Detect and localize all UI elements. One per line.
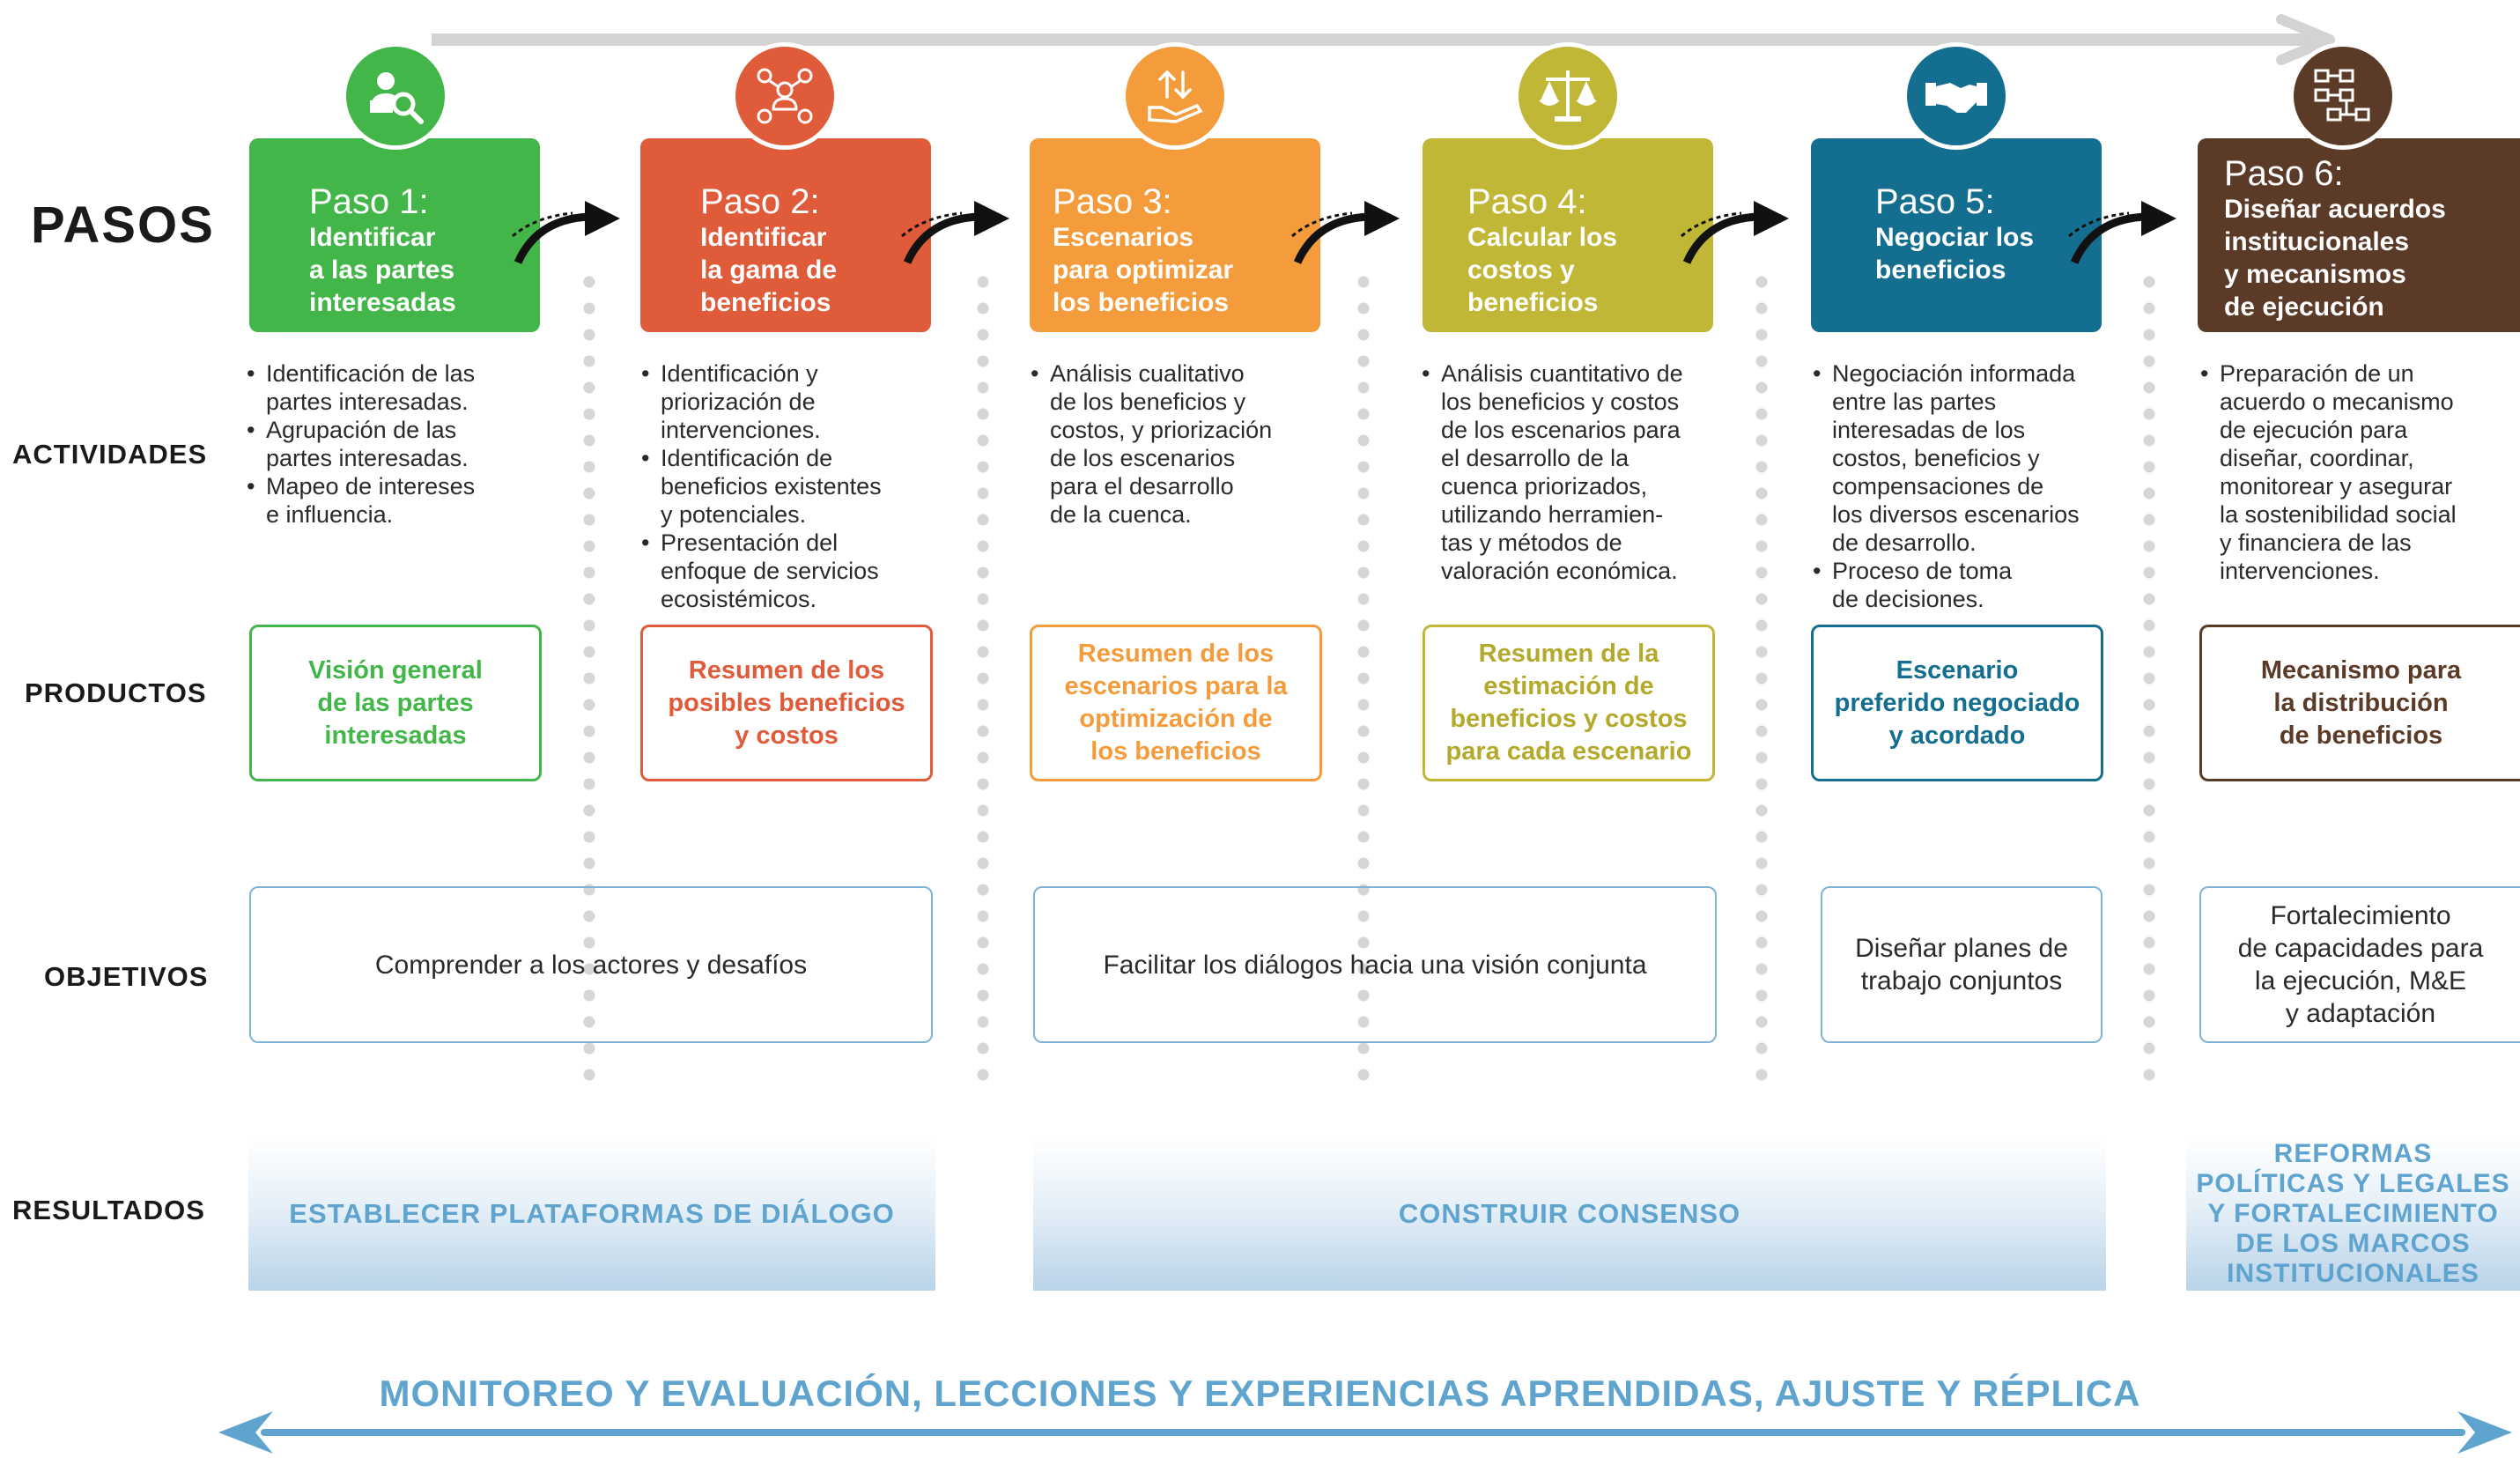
column-separator	[1357, 269, 1370, 1088]
step-title: Identificar la gama de beneficios	[700, 223, 838, 317]
activities-step-2: Identificación y priorización de interve…	[641, 359, 932, 613]
step-number: Paso 5:	[1875, 182, 1995, 221]
objetivos-label: OBJETIVOS	[44, 961, 209, 992]
step-title: Diseñar acuerdos institucionales y mecan…	[2224, 195, 2446, 322]
activity-item: Proceso de toma de decisiones.	[1813, 557, 2130, 613]
objective-3: Diseñar planes de trabajo conjuntos	[1821, 886, 2102, 1043]
product-step-4: Resumen de la estimación de beneficios y…	[1423, 625, 1715, 781]
step-title: Escenarios para optimizar los beneficios	[1053, 223, 1234, 317]
activity-item: Agrupación de las partes interesadas.	[247, 416, 537, 472]
bidirectional-arrow	[218, 1411, 2512, 1454]
product-step-6: Mecanismo para la distribución de benefi…	[2199, 625, 2520, 781]
pasos-label: PASOS	[31, 196, 215, 254]
benefits-network-icon	[731, 42, 839, 150]
activity-item: Análisis cuantitativo de los beneficios …	[1422, 359, 1739, 585]
product-step-3: Resumen de los escenarios para la optimi…	[1030, 625, 1322, 781]
activity-item: Preparación de un acuerdo o mecanismo de…	[2200, 359, 2517, 585]
activities-step-3: Análisis cualitativo de los beneficios y…	[1031, 359, 1330, 529]
step-4-box: Paso 4: Calcular los costos y beneficios	[1423, 138, 1713, 332]
objective-4: Fortalecimiento de capacidades para la e…	[2199, 886, 2520, 1043]
objective-2: Facilitar los diálogos hacia una visión …	[1033, 886, 1717, 1043]
step-number: Paso 4:	[1467, 182, 1587, 221]
step-title: Negociar los beneficios	[1875, 223, 2035, 285]
person-search-icon	[342, 42, 449, 150]
activity-item: Análisis cualitativo de los beneficios y…	[1031, 359, 1330, 529]
objective-1: Comprender a los actores y desafíos	[249, 886, 933, 1043]
step-2-box: Paso 2: Identificar la gama de beneficio…	[640, 138, 931, 332]
product-step-2: Resumen de los posibles beneficios y cos…	[640, 625, 933, 781]
activity-item: Mapeo de intereses e influencia.	[247, 472, 537, 529]
step-1-box: Paso 1: Identificar a las partes interes…	[249, 138, 540, 332]
step-title: Identificar a las partes interesadas	[309, 223, 456, 317]
column-separator	[1755, 269, 1768, 1088]
column-separator	[977, 269, 989, 1088]
top-progress-arrow	[432, 14, 2335, 65]
activity-item: Negociación informada entre las partes i…	[1813, 359, 2130, 557]
step-number: Paso 1:	[309, 182, 429, 221]
hand-exchange-arrows-icon	[1121, 42, 1229, 150]
step-3-box: Paso 3: Escenarios para optimizar los be…	[1030, 138, 1320, 332]
activities-step-5: Negociación informada entre las partes i…	[1813, 359, 2130, 613]
activities-step-4: Análisis cuantitativo de los beneficios …	[1422, 359, 1739, 585]
step-number: Paso 6:	[2224, 154, 2344, 193]
activity-item: Identificación y priorización de interve…	[641, 359, 932, 444]
footer-title: MONITOREO Y EVALUACIÓN, LECCIONES Y EXPE…	[379, 1373, 2141, 1414]
step-5-box: Paso 5: Negociar los beneficios	[1811, 138, 2102, 332]
activity-item: Identificación de beneficios existentes …	[641, 444, 932, 529]
step-connector-arrow	[1291, 201, 1400, 264]
activities-step-1: Identificación de las partes interesadas…	[247, 359, 537, 529]
flowchart-icon	[2289, 42, 2397, 150]
handshake-icon	[1903, 42, 2010, 150]
actividades-label: ACTIVIDADES	[12, 439, 208, 470]
productos-label: PRODUCTOS	[25, 677, 207, 708]
activities-step-6: Preparación de un acuerdo o mecanismo de…	[2200, 359, 2517, 585]
result-1: ESTABLECER PLATAFORMAS DE DIÁLOGO	[248, 1136, 935, 1291]
step-number: Paso 2:	[700, 182, 820, 221]
result-2: CONSTRUIR CONSENSO	[1033, 1136, 2106, 1291]
activity-item: Identificación de las partes interesadas…	[247, 359, 537, 416]
step-number: Paso 3:	[1053, 182, 1172, 221]
step-connector-arrow	[512, 201, 620, 264]
resultados-label: RESULTADOS	[12, 1195, 205, 1225]
column-separator	[2143, 269, 2155, 1088]
step-connector-arrow	[2068, 201, 2176, 264]
step-connector-arrow	[901, 201, 1009, 264]
activity-item: Presentación del enfoque de servicios ec…	[641, 529, 932, 613]
product-step-1: Visión general de las partes interesadas	[249, 625, 542, 781]
balance-scale-icon	[1514, 42, 1622, 150]
result-3: REFORMAS POLÍTICAS Y LEGALES Y FORTALECI…	[2186, 1136, 2520, 1291]
product-step-5: Escenario preferido negociado y acordado	[1811, 625, 2103, 781]
column-separator	[583, 269, 595, 1088]
step-connector-arrow	[1681, 201, 1789, 264]
step-6-box: Paso 6: Diseñar acuerdos institucionales…	[2198, 138, 2520, 332]
step-title: Calcular los costos y beneficios	[1467, 223, 1618, 317]
